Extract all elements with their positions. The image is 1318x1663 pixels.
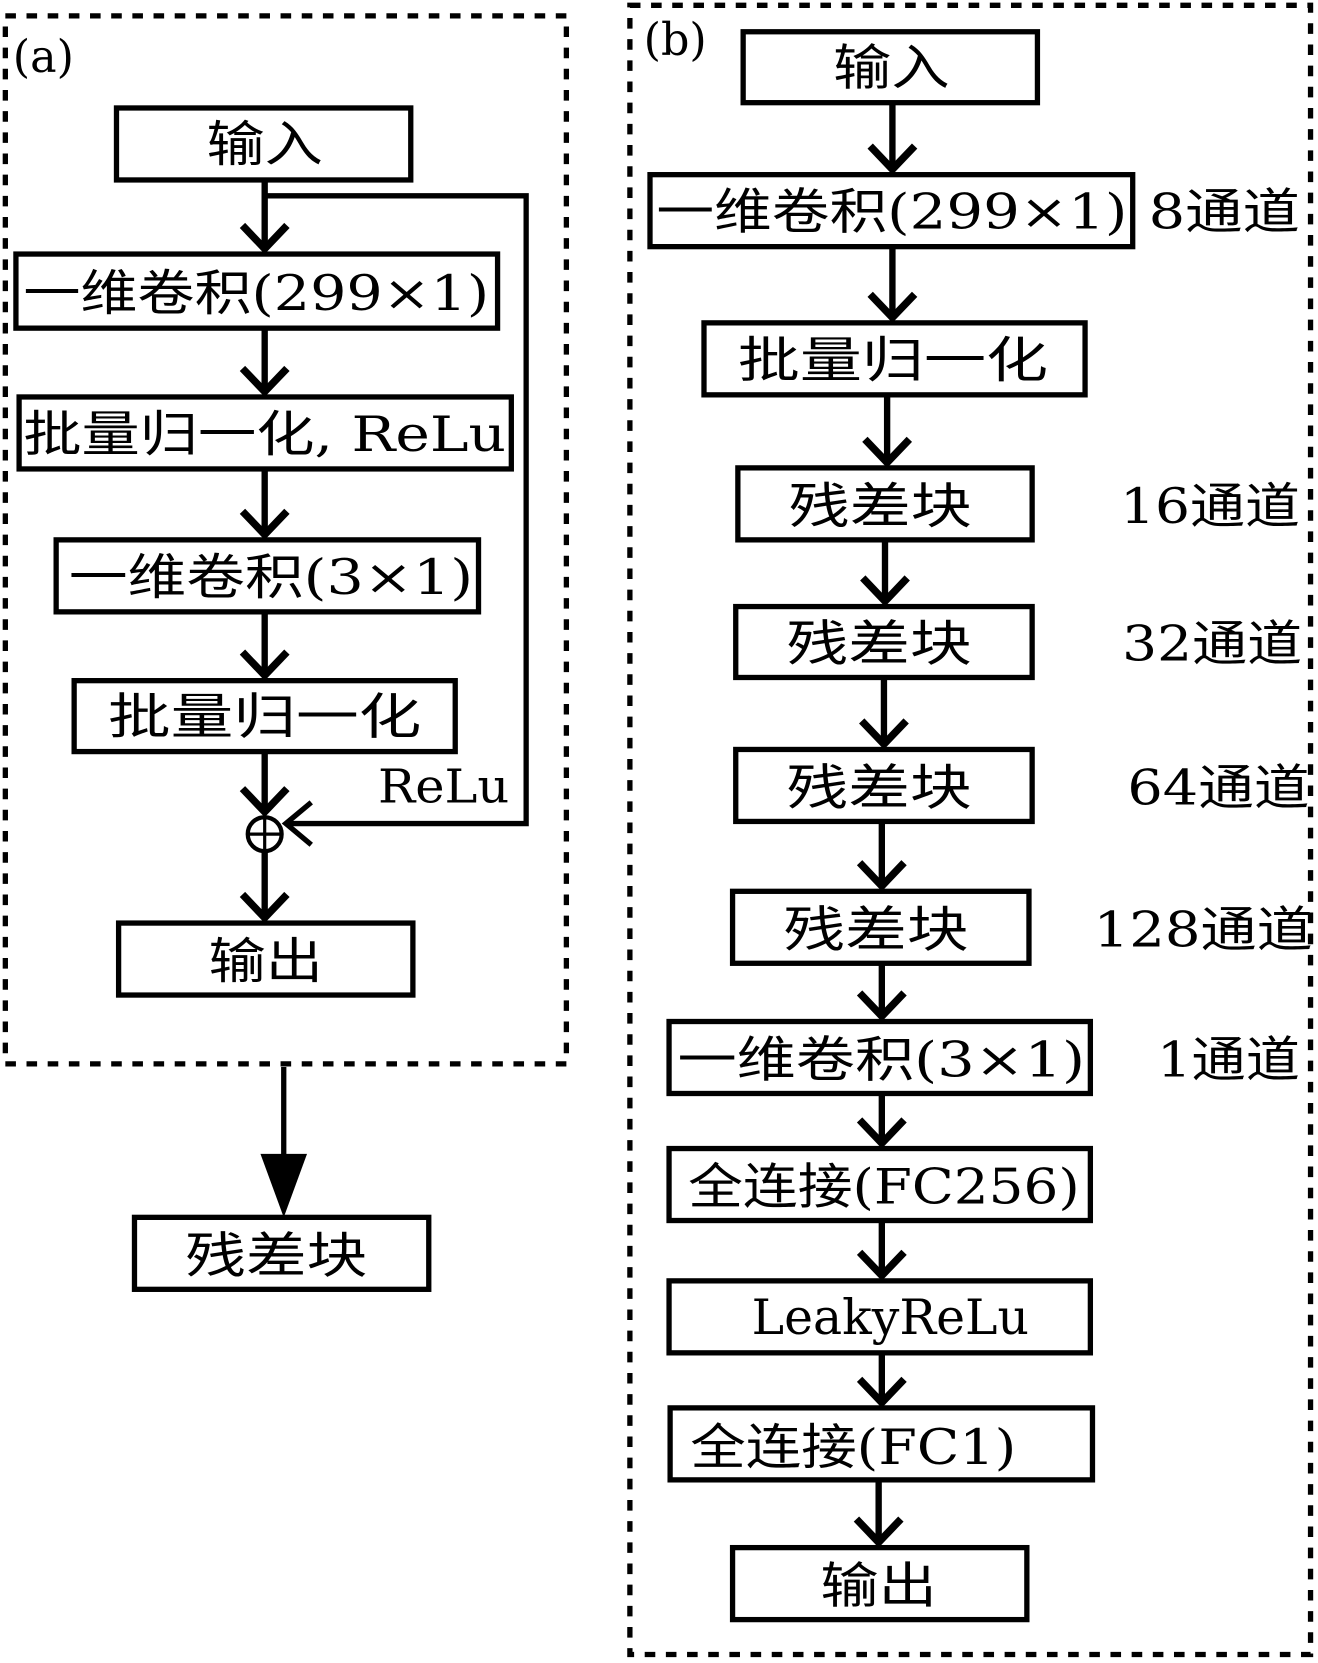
skip-connection-arrowhead — [281, 800, 313, 847]
flow-arrow — [239, 468, 290, 540]
residual-block-text: 残差块 — [185, 1228, 367, 1284]
flow-arrow-head — [856, 860, 907, 892]
flow-arrow — [856, 1093, 907, 1149]
b-layer-output-box — [729, 1544, 1030, 1623]
flow-arrow — [856, 821, 907, 892]
a-input-text: 输入 — [206, 117, 322, 173]
b-resblock-1-text: 残差块 — [789, 479, 972, 535]
a-output-text: 输出 — [209, 934, 323, 990]
flow-arrow — [867, 246, 918, 323]
flow-arrow — [239, 611, 290, 681]
a-skip-relu-text: ReLu — [378, 759, 509, 813]
b-layer-bn-box — [701, 320, 1088, 398]
a-bn-text: 批量归一化 — [108, 690, 421, 746]
flow-arrow-head — [239, 891, 290, 924]
b-layer-fc1-text: 全连接(FC1) — [690, 1420, 1016, 1476]
flow-arrow — [862, 394, 913, 468]
flow-arrow — [239, 751, 290, 818]
b-layer-input-text: 输入 — [833, 41, 949, 97]
b-channels-128: 128通道 — [1094, 902, 1313, 958]
sum-node-icon — [245, 815, 284, 854]
a-bn-relu-box — [16, 394, 514, 472]
panel-b-arrows — [853, 102, 918, 1548]
flow-arrow-head — [859, 718, 909, 750]
b-layer-fc256-text: 全连接(FC256) — [688, 1160, 1080, 1216]
a-bn-relu-text: 批量归一化, ReLu — [23, 407, 506, 463]
b-layer-conv2-text: 一维卷积(3×1) — [678, 1033, 1086, 1089]
flow-arrow — [856, 1352, 907, 1408]
flow-arrow-head — [239, 786, 290, 818]
b-resblock-2-text: 残差块 — [787, 617, 972, 673]
flow-arrow-head — [239, 222, 290, 255]
b-resblock-3-text: 残差块 — [787, 761, 972, 817]
panel-a-label: (a) — [13, 32, 74, 83]
flow-arrow — [867, 102, 918, 175]
panel-a-border — [2, 13, 570, 1067]
a-conv2-box — [53, 537, 482, 615]
b-channels-32: 32通道 — [1122, 617, 1302, 673]
flow-arrow-head — [856, 1249, 907, 1281]
flow-arrow-head — [853, 1516, 904, 1548]
flow-arrow-head — [239, 508, 290, 540]
b-layer-leakyrelu-text: LeakyReLu — [752, 1290, 1029, 1346]
b-resblock-4-text: 残差块 — [783, 902, 968, 958]
panel-b-label: (b) — [644, 15, 707, 66]
flow-arrow — [853, 1479, 904, 1548]
b-channels-16: 16通道 — [1120, 479, 1300, 535]
panel-b-border — [627, 2, 1314, 1658]
b-layer-bn-text: 批量归一化 — [738, 333, 1048, 389]
flow-arrow-head — [860, 575, 910, 607]
flow-arrow-head — [239, 365, 290, 398]
flow-arrow — [239, 328, 290, 398]
flow-arrow-head — [856, 990, 907, 1022]
panel-a-arrows — [239, 179, 290, 924]
b-layer-input-box — [740, 29, 1041, 106]
b-layer-output-text: 输出 — [820, 1559, 936, 1615]
a-output-box — [115, 920, 416, 998]
flow-arrow — [859, 677, 909, 750]
skip-connection-line — [264, 193, 529, 827]
a-conv1-text: 一维卷积(299×1) — [23, 266, 489, 322]
summary-arrow — [260, 1067, 308, 1218]
a-conv1-box — [13, 251, 501, 331]
flow-arrow — [856, 1220, 907, 1281]
flow-arrow-head — [856, 1376, 907, 1408]
flow-arrow — [239, 851, 290, 924]
b-resblock-3-box — [733, 746, 1035, 825]
flow-arrow — [860, 539, 910, 607]
b-layer-conv1-text: 一维卷积(299×1) — [656, 185, 1127, 241]
flow-arrow-head — [867, 291, 918, 323]
flow-arrow-head — [867, 143, 918, 175]
residual-block-box — [131, 1214, 432, 1292]
flow-arrow — [856, 963, 907, 1022]
panel-b-network: (b) 输入 一维卷积(299×1) 8通道 批量归一化 残差块 16通道 残差… — [627, 2, 1314, 1658]
b-channels-8: 8通道 — [1149, 185, 1300, 241]
flow-arrow-head — [239, 649, 290, 681]
flow-arrow-head — [856, 1117, 907, 1149]
b-layer-conv1-box — [647, 172, 1136, 250]
summary-arrow-head — [260, 1153, 308, 1218]
panel-a-residual-block: (a) 输入 一维卷积(299×1) 批量归一化, ReLu 一维卷积(3×1)… — [2, 13, 570, 1067]
flow-arrow — [239, 179, 290, 255]
b-channels-1: 1通道 — [1157, 1033, 1300, 1089]
a-conv2-text: 一维卷积(3×1) — [69, 550, 473, 606]
b-channels-64: 64通道 — [1127, 761, 1309, 817]
flow-arrow-head — [862, 436, 913, 468]
